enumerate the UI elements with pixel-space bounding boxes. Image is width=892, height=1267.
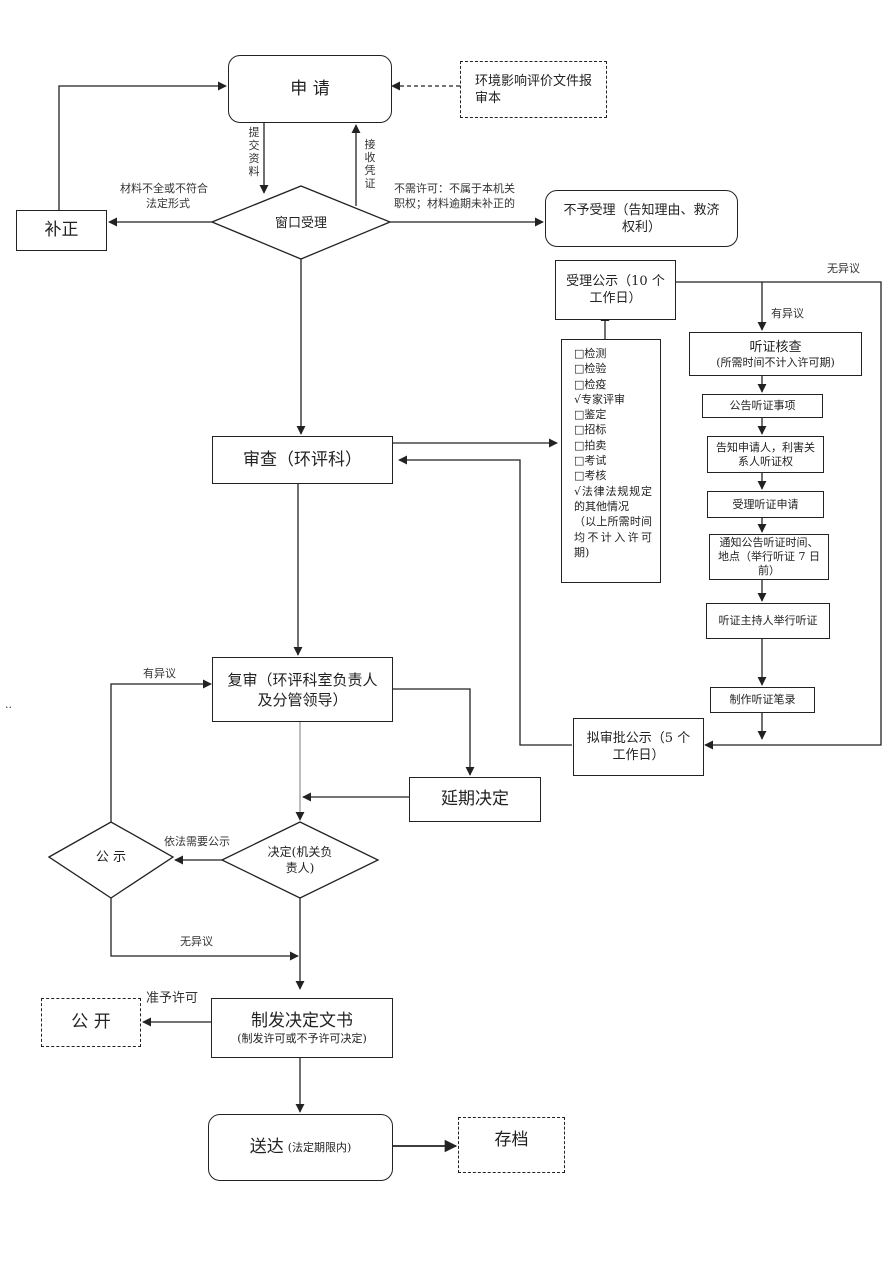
node-correction: 补正 xyxy=(16,210,107,251)
node-reject: 不予受理（告知理由、救济权利） xyxy=(545,190,738,247)
node-hold-hearing: 听证主持人举行听证 xyxy=(706,603,830,639)
disclose-label: 公 开 xyxy=(71,1012,111,1032)
checklist-item: □检测 xyxy=(574,347,607,360)
checklist-item: □考核 xyxy=(574,469,607,483)
hearing-record-label: 制作听证笔录 xyxy=(729,693,796,706)
approval-notice-label: 拟审批公示（5 个工作日） xyxy=(586,731,691,763)
arrow-publicity-objection xyxy=(110,679,212,822)
checklist-item: （以上所需时间均不计入许可期) xyxy=(574,515,652,559)
node-archive: 存档 xyxy=(458,1117,565,1173)
publicity-diamond xyxy=(47,821,175,899)
checklist: □检测 □检验 □检疫 √专家评审 □鉴定 □招标 □拍卖 □考试 □考核 √法… xyxy=(574,346,652,560)
checklist-item: □拍卖 xyxy=(574,438,607,452)
node-hearing-record: 制作听证笔录 xyxy=(710,687,815,713)
node-accept-notice: 受理公示（10 个工作日） xyxy=(555,260,676,320)
checklist-item: √专家评审 xyxy=(574,392,626,406)
label-no-permit-1: 不需许可：不属于本机关 xyxy=(394,182,515,195)
node-disclose: 公 开 xyxy=(41,998,141,1047)
review-label: 审查（环评科） xyxy=(243,449,362,470)
notify-parties-label: 告知申请人，利害关系人听证权 xyxy=(716,440,815,468)
recheck-label: 复审（环评科室负责人及分管领导） xyxy=(227,670,378,709)
label-incomplete-2: 法定形式 xyxy=(146,197,190,210)
node-review: 审查（环评科） xyxy=(212,436,393,484)
label-receipt: 接收凭证 xyxy=(364,138,376,190)
label-no-permit-2: 职权；材料逾期未补正的 xyxy=(394,197,515,210)
arrow-publicity-no-objection xyxy=(110,898,299,961)
publicity-label: 公 示 xyxy=(95,849,127,865)
node-checklist: □检测 □检验 □检疫 √专家评审 □鉴定 □招标 □拍卖 □考试 □考核 √法… xyxy=(561,339,661,583)
checklist-item: √法律法规规定的其他情况 xyxy=(574,484,652,513)
correction-label: 补正 xyxy=(44,220,79,240)
node-decision: 决定(机关负责人) xyxy=(262,842,338,878)
node-window: 窗口受理 xyxy=(240,210,362,236)
label-no-objection-bottom: 无异议 xyxy=(180,935,213,948)
line-no-objection xyxy=(676,281,882,750)
node-hearing-items: 公告听证事项 xyxy=(702,394,823,418)
checklist-item: □检疫 xyxy=(574,377,607,391)
node-accept-hearing: 受理听证申请 xyxy=(707,491,824,518)
node-apply: 申 请 xyxy=(228,55,392,123)
arrow-approval-to-review xyxy=(398,455,572,746)
label-publicity-by-law: 依法需要公示 xyxy=(164,835,230,848)
apply-label: 申 请 xyxy=(290,78,330,99)
decision-diamond xyxy=(220,821,380,899)
arrow-correction-to-apply xyxy=(58,81,227,210)
window-label: 窗口受理 xyxy=(274,215,327,231)
label-objection-hearing: 有异议 xyxy=(771,307,804,320)
node-deliver: 送达 (法定期限内) xyxy=(208,1114,393,1181)
label-grant-permit: 准予许可 xyxy=(146,991,199,1006)
node-approval-notice: 拟审批公示（5 个工作日） xyxy=(573,718,704,776)
notify-time-label: 通知公告听证时间、地点（举行听证 7 日前） xyxy=(718,536,820,577)
node-postpone: 延期决定 xyxy=(409,777,541,822)
hearing-check-sub: (所需时间不计入许可期) xyxy=(716,355,835,369)
archive-label: 存档 xyxy=(494,1130,529,1150)
reject-label: 不予受理（告知理由、救济权利） xyxy=(563,202,720,235)
checklist-item: □招标 xyxy=(574,423,607,437)
node-recheck: 复审（环评科室负责人及分管领导） xyxy=(212,657,393,722)
node-notify-parties: 告知申请人，利害关系人听证权 xyxy=(707,436,824,473)
label-incomplete-1: 材料不全或不符合 xyxy=(120,182,208,195)
accept-hearing-label: 受理听证申请 xyxy=(732,497,799,511)
node-publicity: 公 示 xyxy=(76,845,146,869)
arrow-to-postpone xyxy=(393,688,475,776)
postpone-label: 延期决定 xyxy=(441,789,509,809)
node-notify-time: 通知公告听证时间、地点（举行听证 7 日前） xyxy=(709,534,829,580)
checklist-item: □检验 xyxy=(574,362,607,376)
label-no-objection-top: 无异议 xyxy=(827,262,860,275)
label-submit: 提交资料 xyxy=(248,126,260,178)
issue-title: 制发决定文书 xyxy=(251,1010,353,1031)
margin-mark: .. xyxy=(5,698,12,711)
checklist-item: □考试 xyxy=(574,454,607,468)
node-eia-doc: 环境影响评价文件报审本 xyxy=(460,61,607,118)
node-issue: 制发决定文书 (制发许可或不予许可决定) xyxy=(211,998,393,1058)
issue-sub: (制发许可或不予许可决定) xyxy=(237,1031,367,1045)
label-objection-left: 有异议 xyxy=(143,667,176,680)
hold-hearing-label: 听证主持人举行听证 xyxy=(718,614,818,627)
decision-label: 决定(机关负责人) xyxy=(267,845,333,875)
eia-doc-label: 环境影响评价文件报审本 xyxy=(475,73,593,106)
accept-notice-label: 受理公示（10 个工作日） xyxy=(566,274,665,306)
checklist-item: □鉴定 xyxy=(574,408,607,422)
node-hearing-check: 听证核查 (所需时间不计入许可期) xyxy=(689,332,862,376)
hearing-check-title: 听证核查 xyxy=(749,339,802,355)
deliver-sub: (法定期限内) xyxy=(287,1140,352,1154)
hearing-items-label: 公告听证事项 xyxy=(729,399,796,412)
deliver-main: 送达 xyxy=(249,1137,284,1157)
